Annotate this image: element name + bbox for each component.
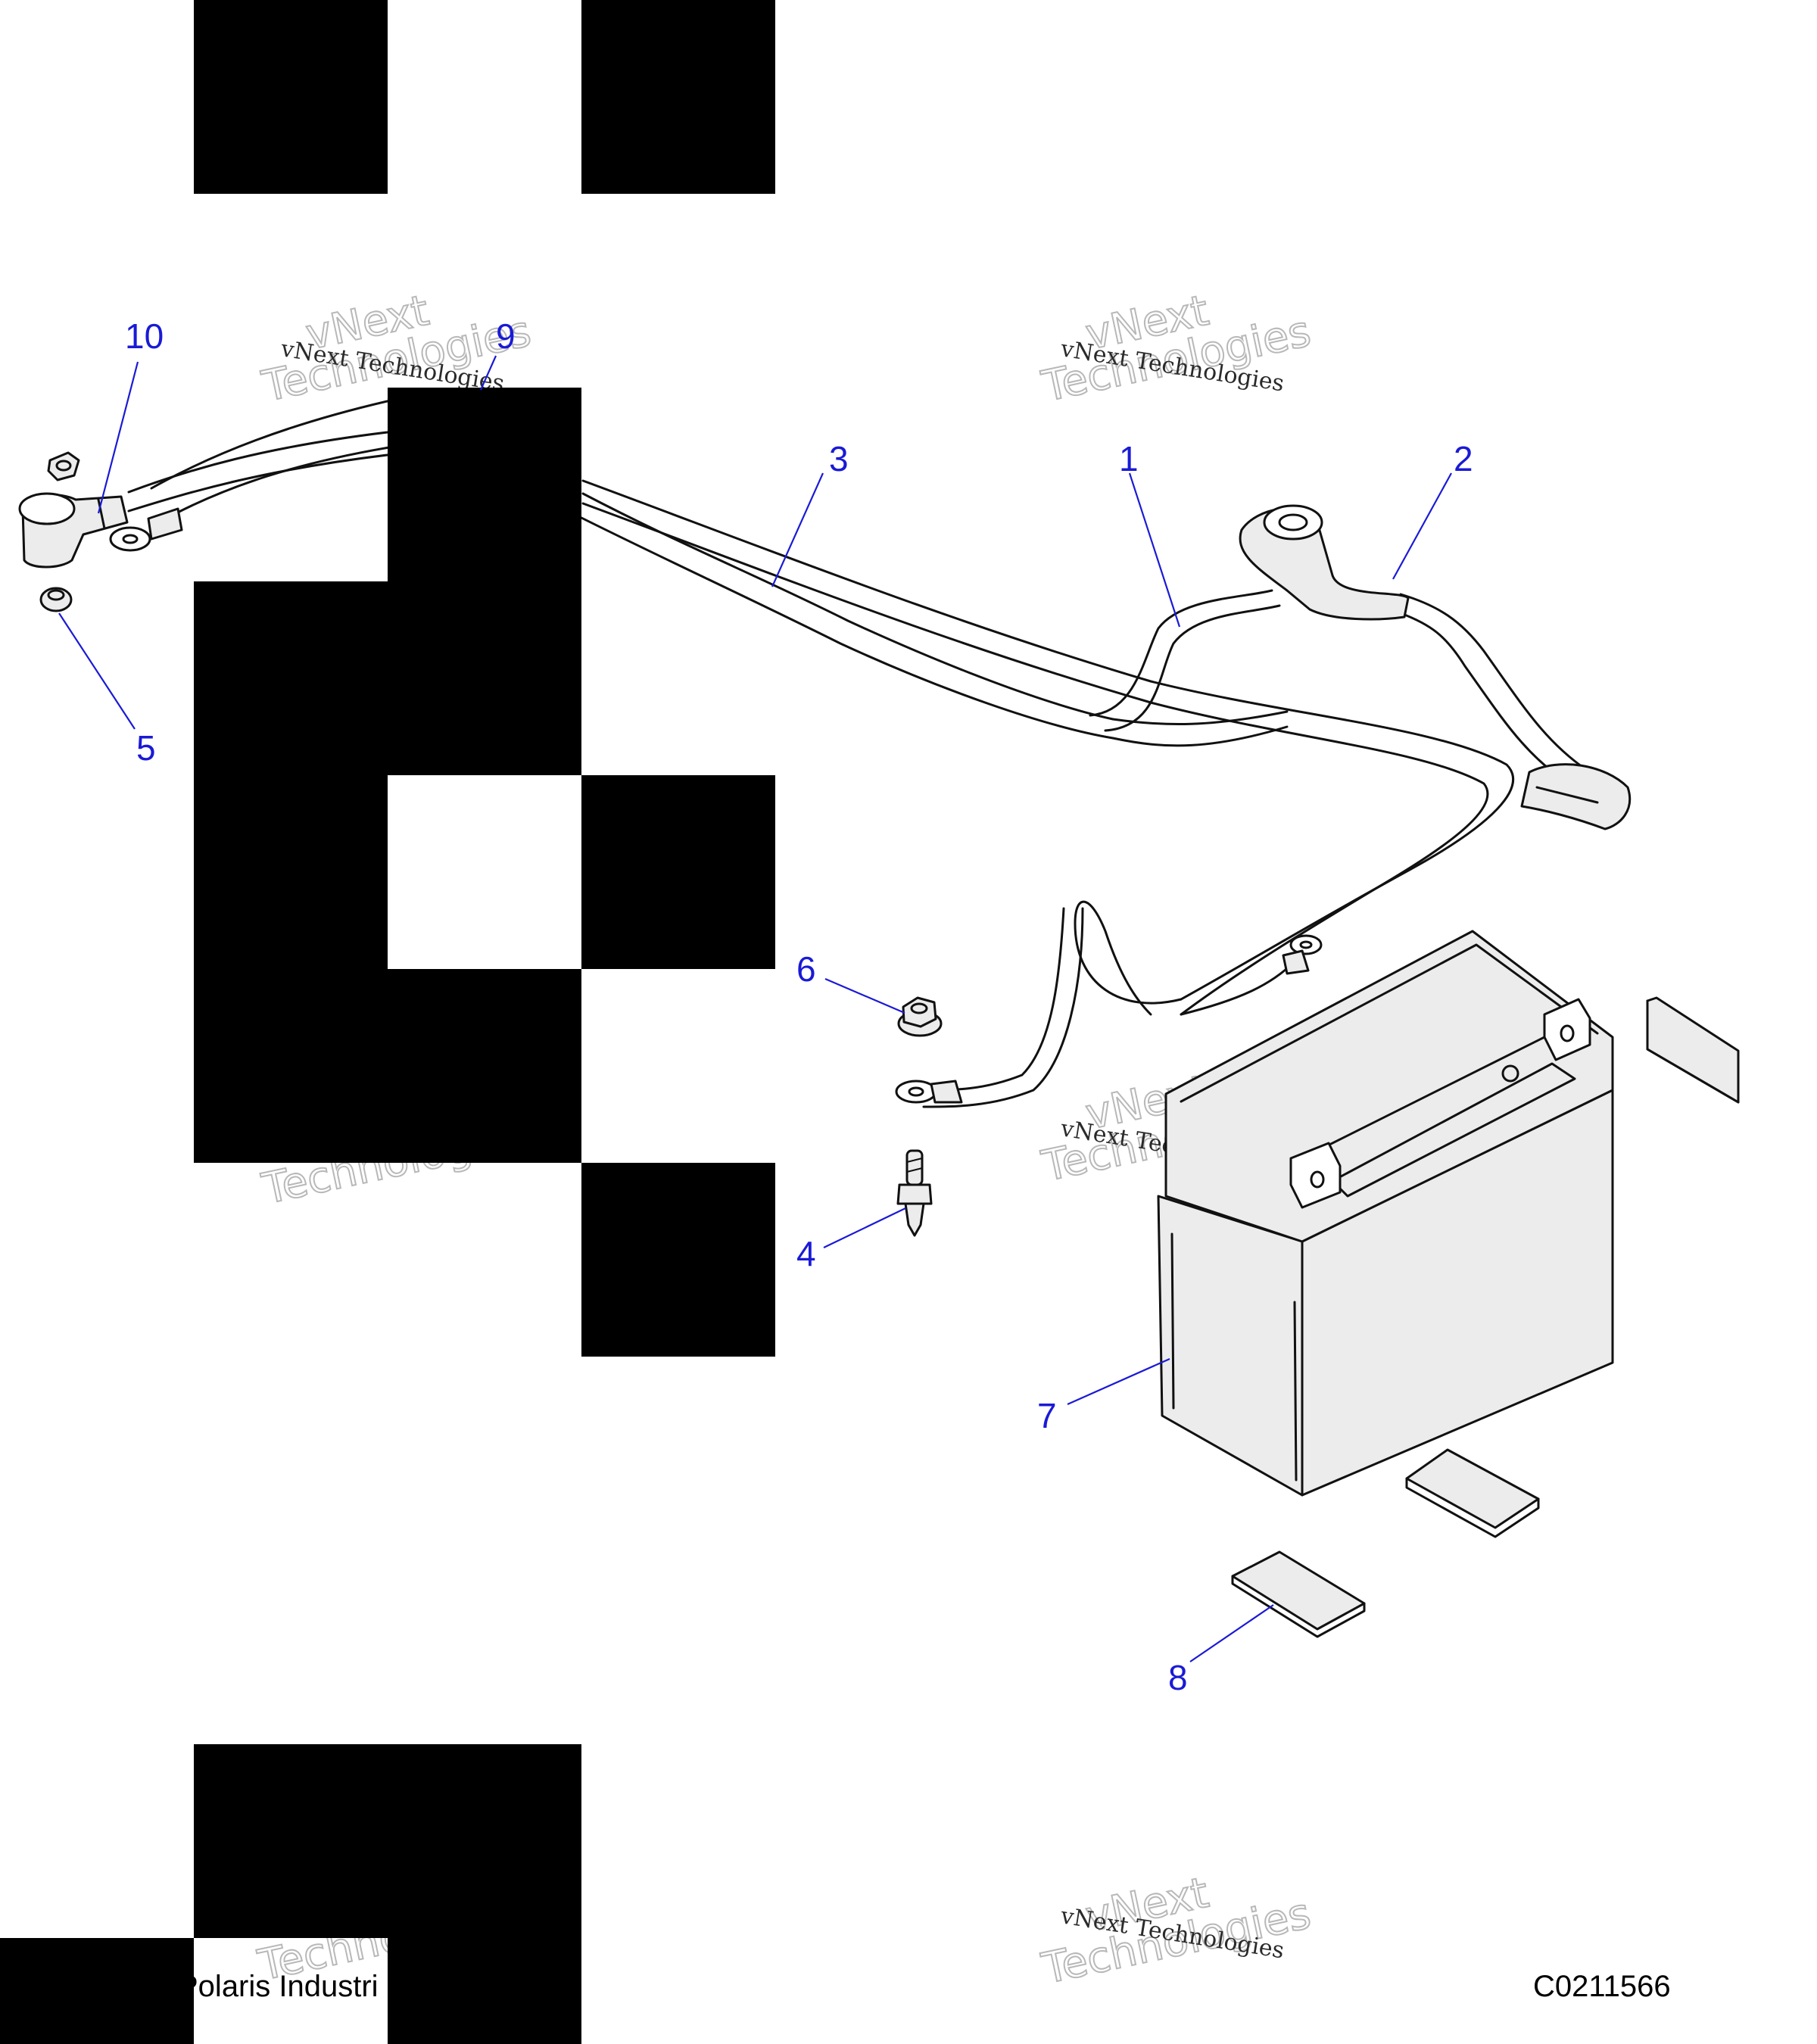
svg-text:10: 10	[125, 316, 164, 356]
svg-text:5: 5	[136, 728, 156, 768]
cable-2	[1239, 504, 1632, 830]
boot-10	[18, 492, 129, 569]
svg-text:4: 4	[796, 1234, 816, 1273]
callout-6: 6	[796, 949, 905, 1014]
callout-5: 5	[58, 612, 156, 768]
cable-9	[109, 398, 395, 552]
callout-3: 3	[771, 439, 849, 587]
cable-1	[581, 479, 1515, 1108]
callout-2: 2	[1392, 439, 1473, 580]
pad-8-a	[1231, 1550, 1366, 1638]
svg-text:6: 6	[796, 949, 816, 989]
copyright-text: Polaris Industri	[178, 1970, 379, 2003]
callout-1: 1	[1119, 439, 1181, 628]
pad-8-b	[1405, 1448, 1540, 1538]
svg-text:1: 1	[1119, 439, 1139, 478]
svg-text:7: 7	[1037, 1396, 1057, 1435]
svg-text:8: 8	[1168, 1658, 1188, 1697]
callout-4: 4	[796, 1207, 906, 1273]
battery-7	[1157, 930, 1614, 1497]
svg-text:3: 3	[829, 439, 849, 478]
nut-spare	[47, 451, 80, 481]
pad-8-c	[1646, 996, 1740, 1104]
callout-7: 7	[1037, 1357, 1170, 1435]
callout-9: 9	[479, 316, 516, 391]
cable-3	[574, 492, 1289, 747]
redaction-blocks	[0, 0, 775, 2044]
nut-5	[39, 587, 73, 612]
callout-8: 8	[1168, 1604, 1274, 1697]
drawing-number: C0211566	[1533, 1970, 1671, 2003]
callout-10: 10	[97, 316, 164, 514]
svg-text:2: 2	[1454, 439, 1473, 478]
bolt-4	[896, 1149, 933, 1237]
svg-text:9: 9	[496, 316, 516, 356]
flange-nut-6	[897, 996, 943, 1037]
